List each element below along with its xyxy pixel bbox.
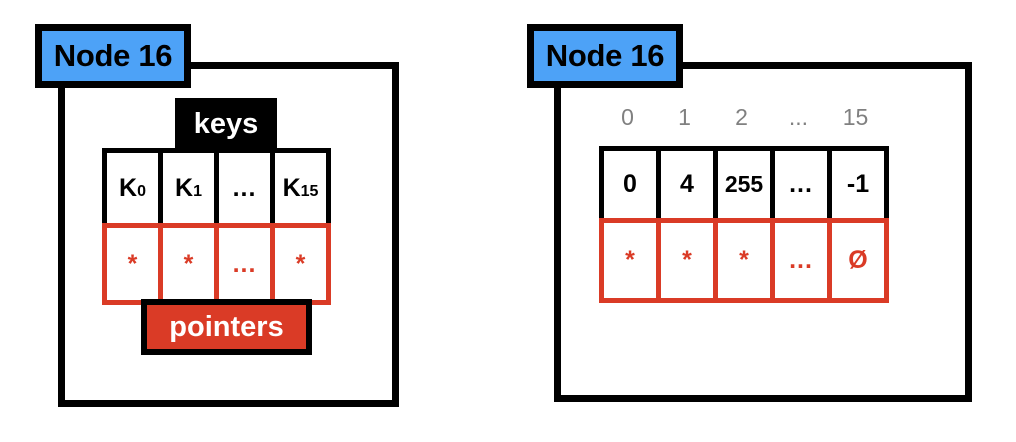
pointer-cell: *: [270, 223, 331, 305]
pointer-cell: *: [656, 218, 718, 303]
cell-column: ... ...: [214, 148, 275, 305]
index-label: 2: [735, 104, 748, 130]
key-cell: 0: [599, 146, 661, 223]
pointer-cell: *: [102, 223, 163, 305]
index-ruler: 0 1 2 ... 15: [599, 106, 884, 129]
node-badge-right: Node 16: [527, 24, 683, 88]
key-cell-base: K: [175, 173, 194, 202]
key-cell-ellipsis: ...: [770, 146, 832, 223]
key-cell-base: K: [119, 173, 138, 202]
pointer-cell-ellipsis: ...: [770, 218, 832, 303]
cell-column: ... ...: [770, 146, 832, 303]
node-container-right: [554, 62, 972, 402]
pointer-cell-null: Ø: [827, 218, 889, 303]
keys-label: keys: [175, 98, 277, 151]
ellipsis-icon: ...: [232, 249, 257, 278]
index-label: 1: [678, 104, 691, 130]
ellipsis-icon: ...: [789, 246, 813, 274]
key-cell-subscript: 15: [300, 183, 319, 201]
cell-column: 255 *: [713, 146, 775, 303]
cell-grid-right: 0 * 4 * 255 * ... ... -1 Ø: [599, 146, 889, 303]
ellipsis-icon: ...: [789, 170, 813, 198]
key-cell-base: K: [282, 173, 301, 202]
key-cell: 255: [713, 146, 775, 223]
index-label: 0: [621, 104, 634, 130]
node-badge-left: Node 16: [35, 24, 191, 88]
pointer-cell: *: [599, 218, 661, 303]
index-label-ellipsis: ...: [788, 104, 809, 130]
pointers-label: pointers: [141, 299, 312, 355]
key-cell-ellipsis: ...: [214, 148, 275, 228]
index-label: 15: [842, 104, 869, 130]
key-cell: -1: [827, 146, 889, 223]
cell-column: -1 Ø: [827, 146, 889, 303]
pointer-cell-ellipsis: ...: [214, 223, 275, 305]
key-cell: 4: [656, 146, 718, 223]
pointer-cell: *: [158, 223, 219, 305]
cell-column: 0 *: [599, 146, 661, 303]
ellipsis-icon: ...: [232, 173, 257, 202]
cell-column: 4 *: [656, 146, 718, 303]
key-cell-subscript: 1: [193, 183, 202, 201]
pointer-cell: *: [713, 218, 775, 303]
key-cell-subscript: 0: [137, 183, 146, 201]
node-container-left: [58, 62, 399, 407]
